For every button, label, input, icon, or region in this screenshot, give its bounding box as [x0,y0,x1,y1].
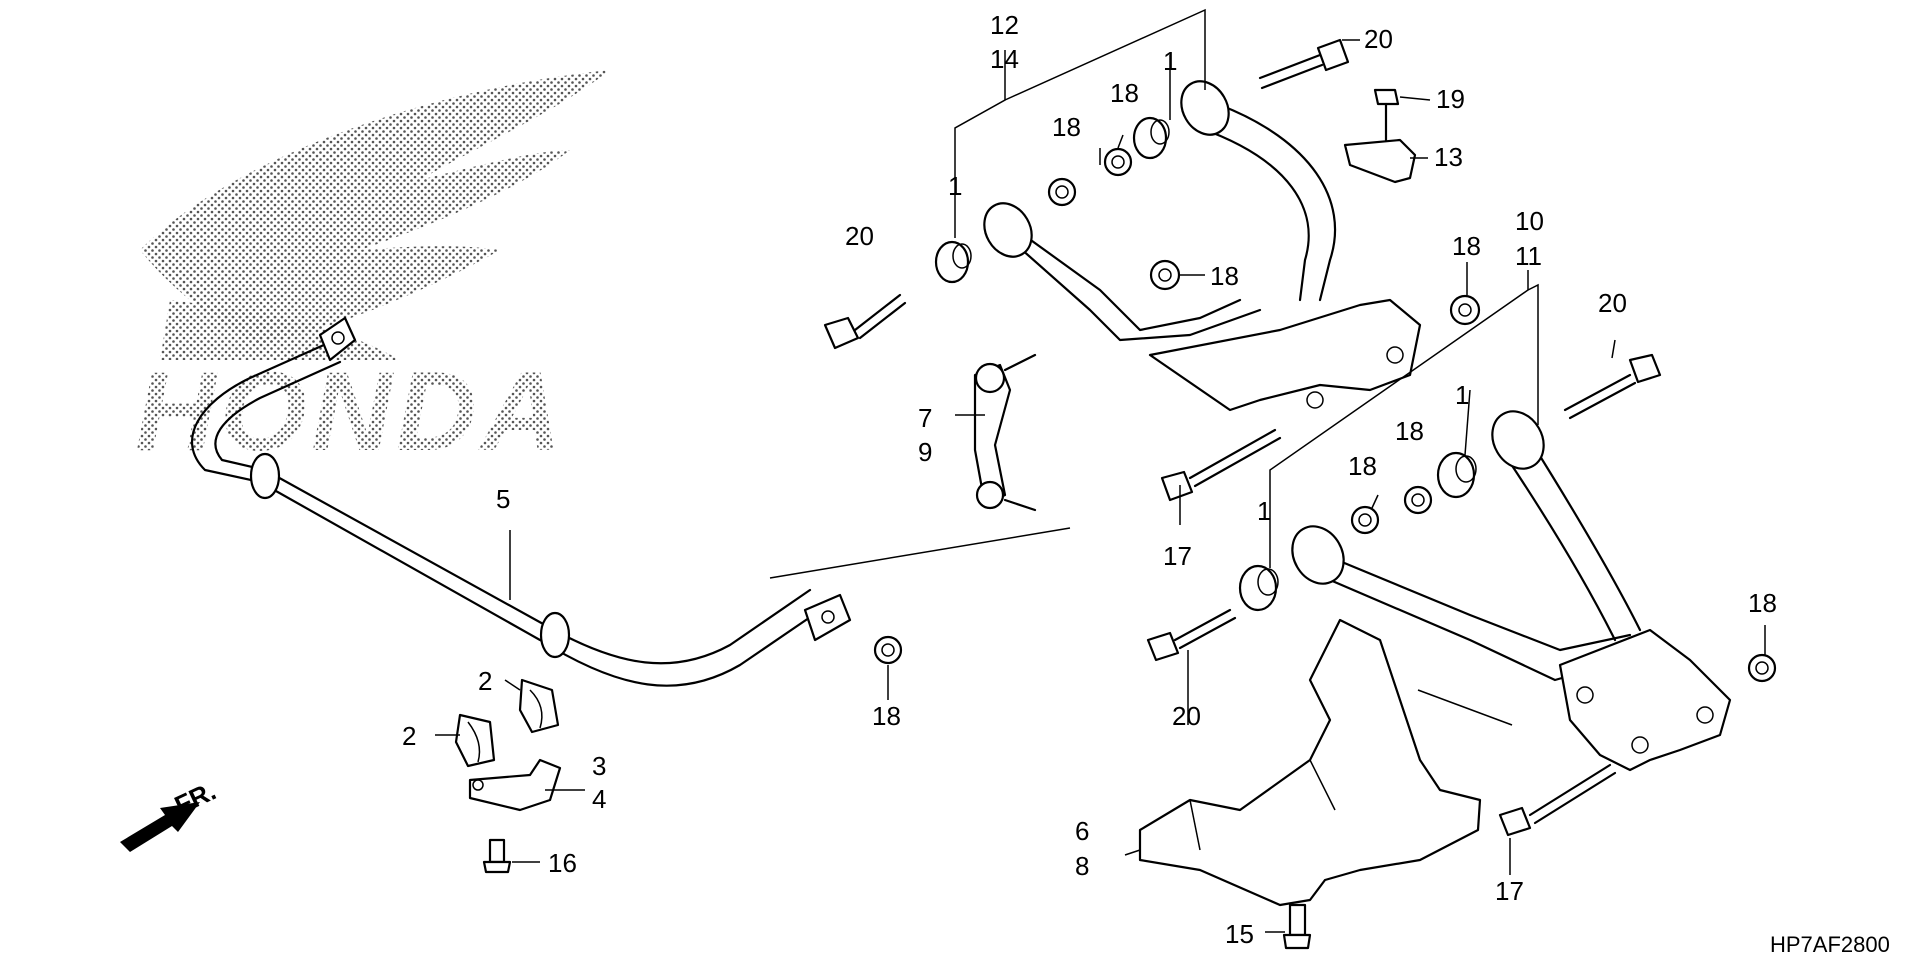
callout-18-f: 18 [1348,451,1377,481]
bar-end-right [803,593,852,642]
callout-5: 5 [496,484,510,514]
bolt-20-right [1563,353,1662,420]
lower-arm-knuckle-plate [1558,628,1732,772]
callout-1-upper-b: 1 [948,171,962,201]
upper-arm-pivot-rear [1180,80,1230,136]
callout-20-right: 20 [1598,288,1627,318]
leader-lines [435,8,1766,933]
upper-arm-knuckle-plate [1148,298,1422,412]
screw-15 [1282,903,1312,950]
upper-nut-18-a [1103,147,1133,177]
callout-10: 10 [1515,206,1544,236]
upper-bushing-1-b [934,240,972,284]
bar-bushing-right [539,611,571,659]
callout-12: 12 [990,10,1019,40]
lower-arm-pivot-front [1291,525,1345,585]
callout-14: 14 [990,44,1019,74]
upper-nut-18-c [1149,259,1181,291]
callout-4: 4 [592,784,606,814]
honda-wordmark-watermark: HONDA [135,349,566,474]
callout-1-lower-b: 1 [1257,496,1271,526]
callout-2-b: 2 [402,721,416,751]
callout-18-h: 18 [872,701,901,731]
bar-holder [468,758,562,812]
callout-11: 11 [1515,241,1542,271]
callout-19: 19 [1436,84,1465,114]
callout-9: 9 [918,437,932,467]
callout-1-lower-a: 1 [1455,380,1469,410]
callout-20-top: 20 [1364,24,1393,54]
bolt-16 [482,838,512,874]
lower-bushing-1-a [1436,451,1477,499]
bar-bushing-left [249,452,281,500]
callout-20-bottom: 20 [1172,701,1201,731]
upper-arm [983,80,1422,412]
callout-17-b: 17 [1495,876,1524,906]
callout-6: 6 [1075,816,1089,846]
lower-nut-18-a [1403,485,1433,515]
stabilizer-bar [191,316,852,687]
callout-8: 8 [1075,851,1089,881]
bolt-20-top [1258,38,1350,90]
bolt-17-lower [1498,763,1617,837]
lower-nut-18-c [1449,294,1481,326]
bushing-2-upper [518,678,560,734]
diagram-code: HP7AF2800 [1770,932,1890,957]
front-direction-arrow [120,802,200,852]
callout-18-g: 18 [1748,588,1777,618]
honda-wing-watermark [140,70,610,360]
callout-15: 15 [1225,919,1254,949]
callout-16: 16 [548,848,577,878]
bolt-20-bottom [1146,608,1237,662]
callout-1-upper-a: 1 [1163,46,1177,76]
bolt-20-left [823,293,907,350]
lower-arm-pivot-rear [1491,410,1545,470]
callout-18-b: 18 [1052,112,1081,142]
bracket-13 [1343,138,1417,184]
callout-2-a: 2 [478,666,492,696]
upper-arm-pivot-front [983,202,1033,258]
callout-18-c: 18 [1210,261,1239,291]
callout-3: 3 [592,751,606,781]
callout-17-a: 17 [1163,541,1192,571]
nut-18-bar [873,635,903,665]
arm-guard-plate [1138,618,1482,907]
callout-18-a: 18 [1110,78,1139,108]
bolt-19 [1373,88,1400,142]
bar-end-left [318,316,357,362]
upper-nut-18-b [1047,177,1077,207]
callout-7: 7 [918,403,932,433]
bolt-17-upper [1160,428,1282,502]
bushing-2-lower [454,713,496,768]
callout-13: 13 [1434,142,1463,172]
lower-nut-18-b [1350,505,1380,535]
callout-18-d: 18 [1452,231,1481,261]
stabilizer-link [973,353,1037,512]
lower-bushing-1-b [1238,564,1279,612]
upper-bushing-1-a [1132,116,1170,160]
lower-arm [1291,410,1732,772]
lower-nut-18-d [1747,653,1777,683]
callout-20-left: 20 [845,221,874,251]
callout-18-e: 18 [1395,416,1424,446]
